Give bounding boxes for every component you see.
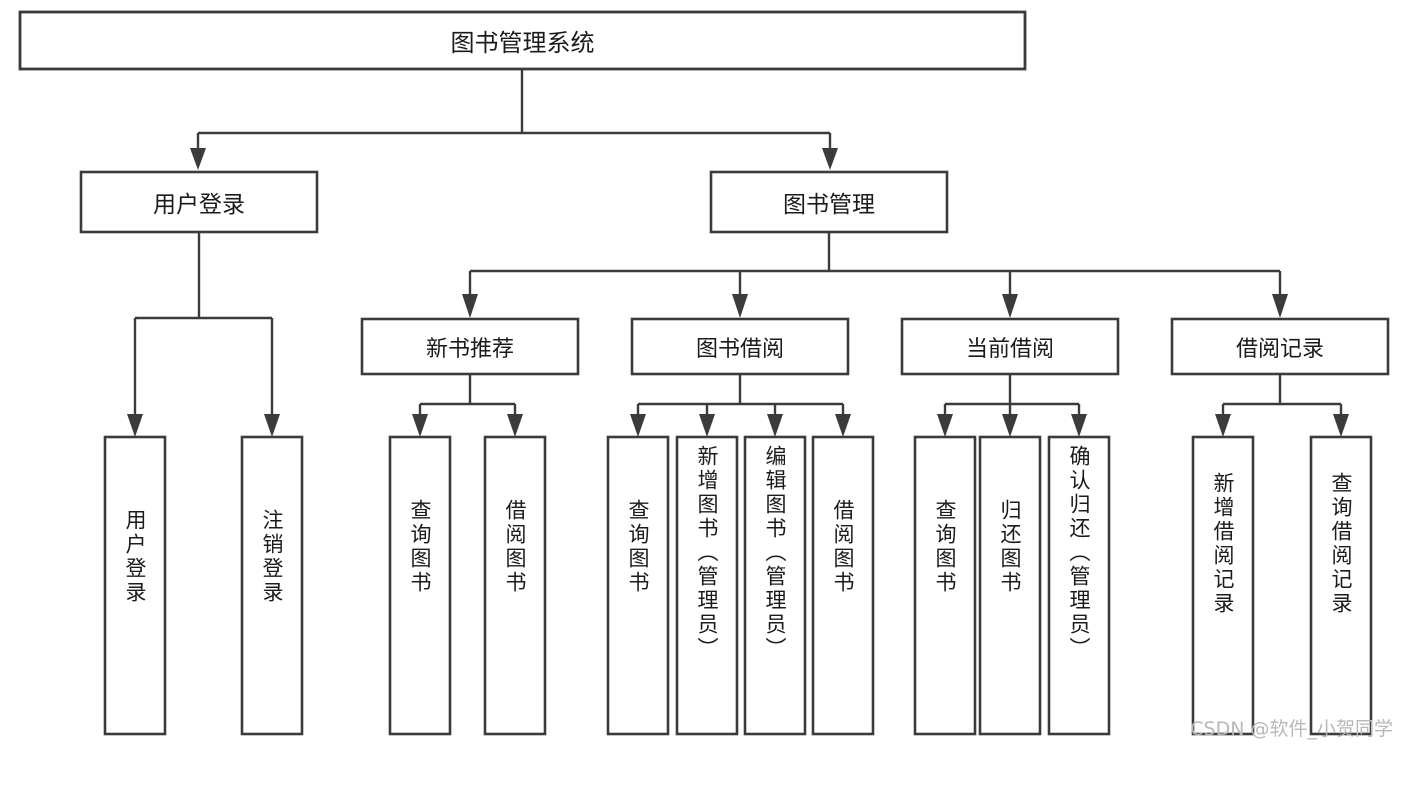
arrowhead-bookmgmt-c2-icon: [732, 294, 748, 318]
leaf-recommend-2[interactable]: [483, 435, 547, 736]
leaf-borrow-4[interactable]: [811, 435, 875, 736]
node-root-system[interactable]: [18, 10, 1027, 71]
arrowhead-bookmgmt-c1-icon: [462, 294, 478, 318]
node-borrow-record[interactable]: [1170, 317, 1390, 376]
arrowhead-bookmgmt-c4-icon: [1272, 294, 1288, 318]
arrowhead-record-l1-icon: [1215, 414, 1231, 437]
arrowhead-root-to-login-icon: [190, 148, 206, 170]
arrowhead-record-l2-icon: [1333, 414, 1349, 437]
leaf-current-2[interactable]: [978, 435, 1042, 736]
leaf-record-2[interactable]: [1309, 435, 1373, 736]
arrowhead-borrow-l2-icon: [699, 414, 715, 437]
arrowhead-current-l3-icon: [1071, 414, 1087, 437]
arrowhead-root-to-bookmgmt-icon: [822, 148, 838, 170]
diagram-canvas: [18, 10, 1390, 736]
node-book-borrow[interactable]: [630, 317, 850, 376]
leaf-user-login-1[interactable]: [103, 435, 167, 736]
leaf-current-3[interactable]: [1047, 435, 1111, 736]
arrowhead-bookmgmt-c3-icon: [1002, 294, 1018, 318]
leaf-borrow-1[interactable]: [606, 435, 670, 736]
arrowhead-current-l1-icon: [937, 414, 953, 437]
node-book-management[interactable]: [709, 170, 949, 234]
node-user-login[interactable]: [79, 170, 319, 234]
arrowhead-recommend-l2-icon: [507, 414, 523, 437]
arrowhead-borrow-l1-icon: [630, 414, 646, 437]
leaf-user-login-2[interactable]: [240, 435, 304, 736]
flowchart-diagram: 图书管理系统 用户登录 图书管理 新书推荐 图书借阅 当前借阅 借阅记录 用户登…: [18, 10, 1393, 740]
leaf-current-1[interactable]: [913, 435, 977, 736]
leaf-borrow-2[interactable]: [675, 435, 739, 736]
node-new-book-recommend[interactable]: [360, 317, 580, 376]
leaf-record-1[interactable]: [1191, 435, 1255, 736]
leaf-borrow-3[interactable]: [743, 435, 807, 736]
arrowhead-login-l1-icon: [127, 414, 143, 437]
arrowhead-borrow-l4-icon: [835, 414, 851, 437]
arrowhead-borrow-l3-icon: [767, 414, 783, 437]
leaf-recommend-1[interactable]: [388, 435, 452, 736]
node-current-borrow[interactable]: [900, 317, 1120, 376]
arrowhead-recommend-l1-icon: [412, 414, 428, 437]
arrowhead-current-l2-icon: [1002, 414, 1018, 437]
arrowhead-login-l2-icon: [264, 414, 280, 437]
